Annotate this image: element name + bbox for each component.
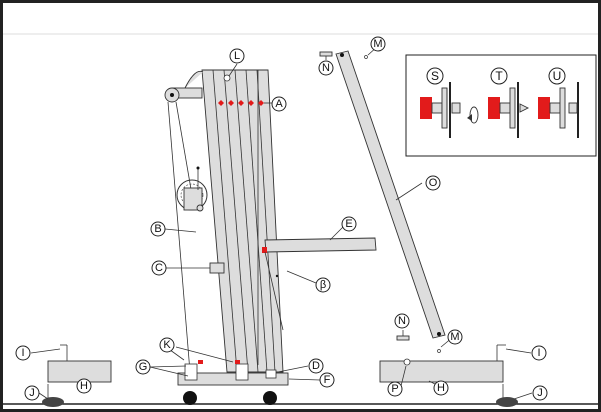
- callout-h-right: H: [433, 380, 449, 396]
- winch: [176, 166, 208, 212]
- svg-text:P: P: [391, 383, 398, 395]
- svg-text:M: M: [373, 38, 382, 50]
- callout-c: C: [151, 260, 167, 276]
- svg-text:N: N: [322, 62, 330, 74]
- svg-text:B: B: [154, 223, 161, 235]
- callout-p: P: [387, 381, 403, 397]
- svg-text:J: J: [537, 387, 543, 399]
- callout-m-top: M: [370, 36, 386, 52]
- mast: [164, 69, 284, 373]
- svg-text:L: L: [234, 50, 240, 62]
- wheel-left: [183, 391, 197, 405]
- svg-text:I: I: [21, 347, 24, 359]
- callout-h-left: H: [76, 378, 92, 394]
- inset-label-u: U: [548, 67, 566, 85]
- svg-text:O: O: [429, 177, 438, 189]
- svg-text:G: G: [139, 361, 148, 373]
- svg-text:F: F: [324, 374, 331, 386]
- pin-top: [319, 51, 333, 60]
- svg-text:T: T: [495, 69, 503, 83]
- callout-f: F: [319, 372, 335, 388]
- side-arm: [262, 237, 377, 331]
- pin-bottom: [396, 330, 410, 341]
- svg-text:A: A: [275, 98, 283, 110]
- callout-m-bottom: M: [447, 329, 463, 345]
- callout-l: L: [229, 48, 245, 64]
- long-arm: [335, 50, 446, 353]
- callout-j-right: J: [532, 385, 548, 401]
- callout-n-bottom: N: [394, 313, 410, 329]
- callout-b: B: [150, 221, 166, 237]
- callout-e: E: [341, 216, 357, 232]
- svg-text:D: D: [312, 360, 320, 372]
- callout-a: A: [271, 96, 287, 112]
- red-markers: [218, 100, 264, 106]
- svg-text:H: H: [80, 380, 88, 392]
- callout-g: G: [135, 359, 151, 375]
- svg-text:N: N: [398, 315, 406, 327]
- callout-i-right: I: [531, 345, 547, 361]
- wheel-right: [263, 391, 277, 405]
- callout-j-left: J: [24, 385, 40, 401]
- inset-label-t: T: [490, 67, 508, 85]
- svg-text:H: H: [437, 382, 445, 394]
- svg-text:C: C: [155, 262, 163, 274]
- inset-label-s: S: [426, 67, 444, 85]
- outrigger-right: [379, 344, 518, 407]
- mast-bracket: [209, 262, 225, 274]
- callout-o: O: [425, 175, 441, 191]
- callout-i-left: I: [15, 345, 31, 361]
- svg-text:E: E: [345, 218, 352, 230]
- svg-text:U: U: [553, 69, 562, 83]
- base: [177, 360, 289, 405]
- svg-text:S: S: [431, 69, 439, 83]
- svg-text:β: β: [320, 279, 326, 291]
- callout-n-top: N: [318, 60, 334, 76]
- svg-text:I: I: [537, 347, 540, 359]
- svg-text:J: J: [29, 387, 35, 399]
- callout-beta: β: [315, 277, 331, 293]
- outrigger-left: [42, 344, 112, 407]
- svg-text:M: M: [450, 331, 459, 343]
- callout-d: D: [308, 358, 324, 374]
- svg-text:K: K: [163, 339, 171, 351]
- callout-k: K: [159, 337, 175, 353]
